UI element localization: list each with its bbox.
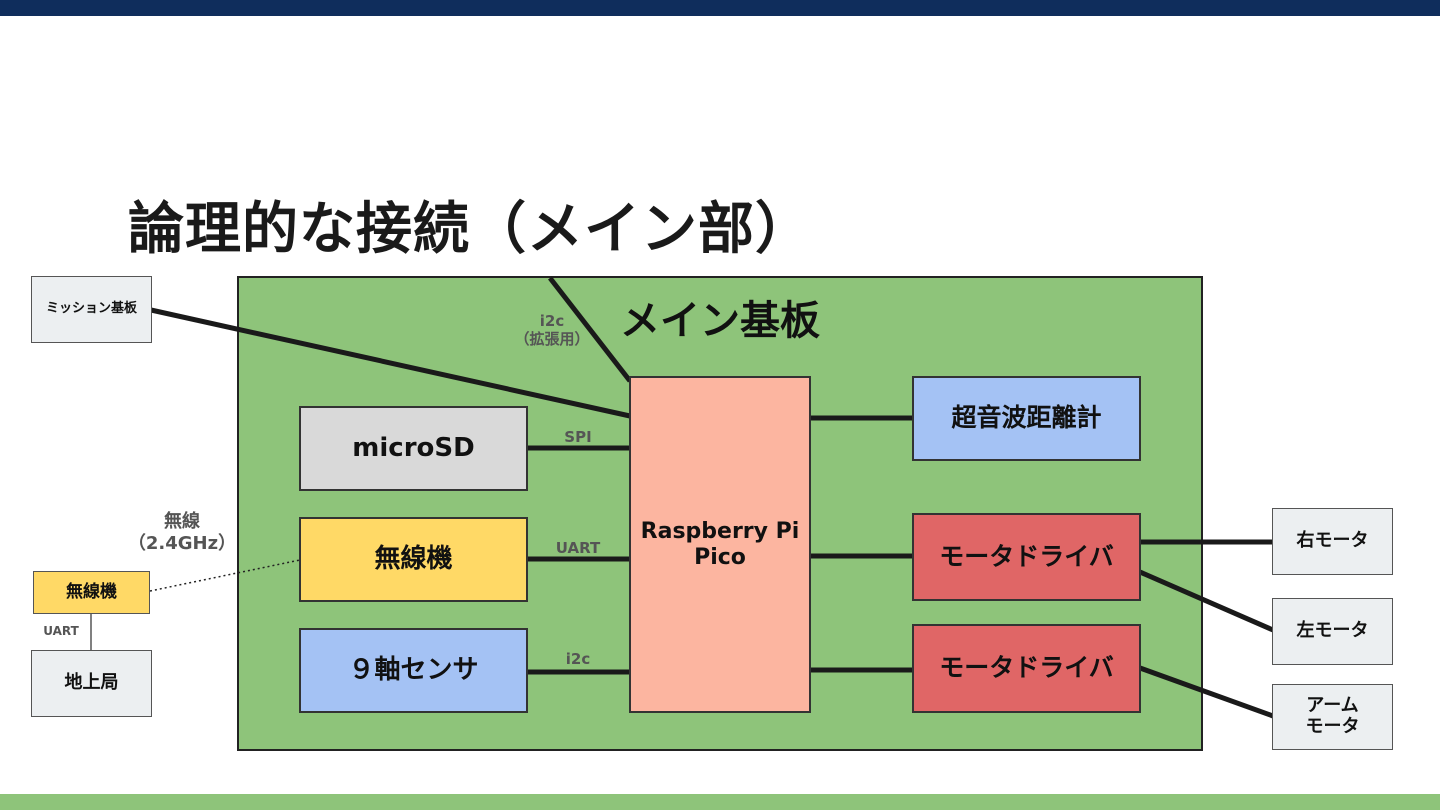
- arm-motor-box: アーム モータ: [1272, 684, 1393, 750]
- i2c-expansion-label: i2c （拡張用）: [514, 312, 590, 348]
- wireless-label: 無線 （2.4GHz）: [127, 511, 237, 554]
- radio-module-box: 無線機: [299, 517, 528, 602]
- ground-uart-label: UART: [43, 624, 79, 638]
- mission-board-box: ミッション基板: [31, 276, 152, 343]
- motor-driver-box-2: モータドライバ: [912, 624, 1141, 713]
- arm-motor-line: [1139, 665, 1274, 719]
- external-radio-box: 無線機: [33, 571, 150, 614]
- wireless-link-line: [149, 559, 301, 592]
- footer-bar: [0, 794, 1440, 810]
- right-motor-box: 右モータ: [1272, 508, 1393, 575]
- left-motor-line: [1139, 569, 1274, 633]
- pico-box: Raspberry Pi Pico: [629, 376, 811, 713]
- ground-station-box: 地上局: [31, 650, 152, 717]
- slide-title: 論理的な接続（メイン部）: [128, 197, 812, 262]
- ultrasonic-sensor-box: 超音波距離計: [912, 376, 1141, 461]
- i2c-expansion-line: [548, 276, 632, 383]
- uart-label: UART: [555, 539, 601, 557]
- microsd-box: microSD: [299, 406, 528, 491]
- mission-board-line: [150, 307, 631, 419]
- motor-driver-box-1: モータドライバ: [912, 513, 1141, 601]
- header-bar: [0, 0, 1440, 16]
- main-board-title: メイン基板: [620, 298, 820, 344]
- i2c-label: i2c: [565, 650, 591, 668]
- spi-label: SPI: [564, 428, 592, 446]
- left-motor-box: 左モータ: [1272, 598, 1393, 665]
- imu-sensor-box: ９軸センサ: [299, 628, 528, 713]
